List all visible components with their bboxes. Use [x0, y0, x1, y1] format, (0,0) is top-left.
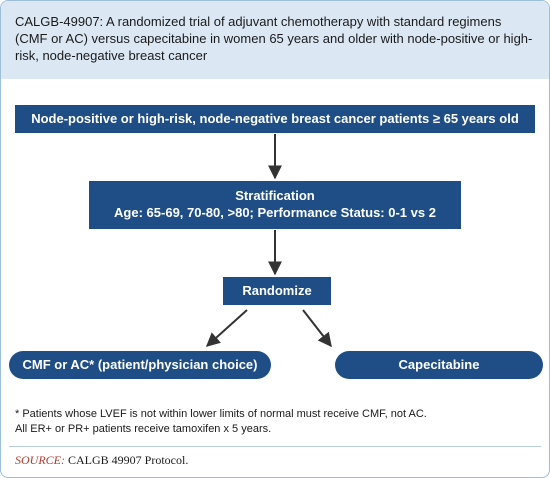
population-box: Node-positive or high-risk, node-negativ…: [15, 105, 535, 133]
source-line: SOURCE: CALGB 49907 Protocol.: [15, 453, 188, 468]
footnote-tamoxifen: All ER+ or PR+ patients receive tamoxife…: [15, 423, 272, 435]
stratification-title: Stratification: [235, 188, 315, 203]
arm-cmf-ac: CMF or AC* (patient/physician choice): [9, 351, 271, 379]
randomize-box: Randomize: [223, 277, 331, 305]
source-divider: [9, 446, 541, 447]
stratification-detail: Age: 65-69, 70-80, >80; Performance Stat…: [114, 205, 436, 220]
footnotes: * Patients whose LVEF is not within lowe…: [15, 407, 537, 437]
footnote-lvef: * Patients whose LVEF is not within lowe…: [15, 408, 427, 420]
source-text: CALGB 49907 Protocol.: [68, 453, 189, 467]
figure-title: CALGB-49907: A randomized trial of adjuv…: [15, 14, 533, 63]
arrow-randomize-to-cmf-ac: [205, 309, 248, 347]
stratification-box: Stratification Age: 65-69, 70-80, >80; P…: [89, 181, 461, 229]
arm-capecitabine: Capecitabine: [335, 351, 543, 379]
source-label: SOURCE:: [15, 453, 65, 467]
arrow-randomize-to-capecitabine: [302, 309, 332, 348]
title-banner: CALGB-49907: A randomized trial of adjuv…: [1, 1, 549, 79]
